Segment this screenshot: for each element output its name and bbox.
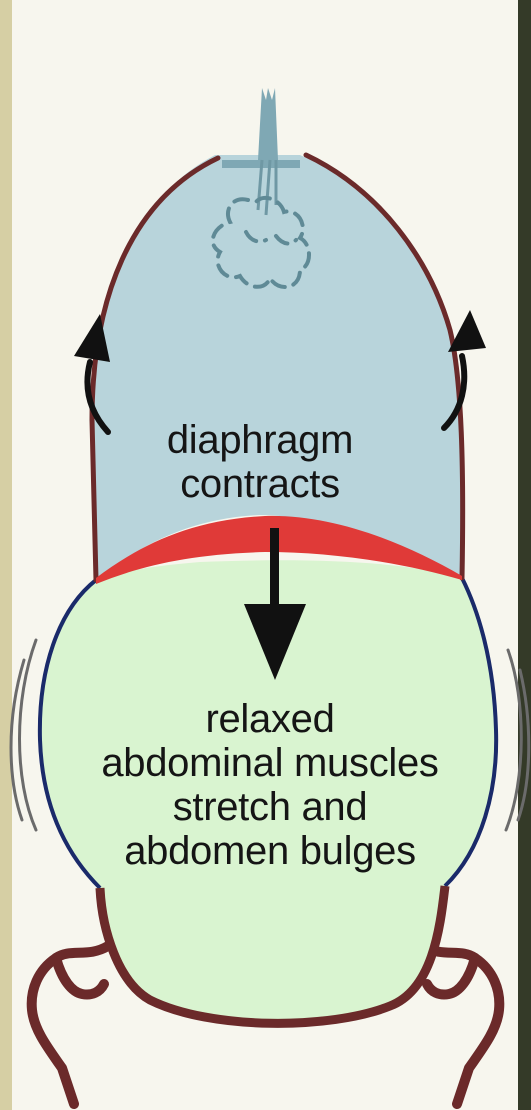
abdomen-label-line-2: abdominal muscles — [60, 741, 480, 785]
abdomen-label-line-3: stretch and — [60, 785, 480, 829]
left-leg — [32, 946, 108, 1104]
right-edge-strip — [518, 0, 531, 1110]
abdomen-label-line-1: relaxed — [60, 697, 480, 741]
bulge-motion-lines-left — [11, 640, 36, 830]
diaphragm-label: diaphragm contracts — [130, 418, 390, 506]
left-edge-strip — [0, 0, 12, 1110]
abdomen-label: relaxed abdominal muscles stretch and ab… — [60, 697, 480, 873]
diaphragm-label-line-2: contracts — [130, 462, 390, 506]
abdomen-label-line-4: abdomen bulges — [60, 829, 480, 873]
diaphragm-label-line-1: diaphragm — [130, 418, 390, 462]
right-leg — [423, 946, 499, 1104]
